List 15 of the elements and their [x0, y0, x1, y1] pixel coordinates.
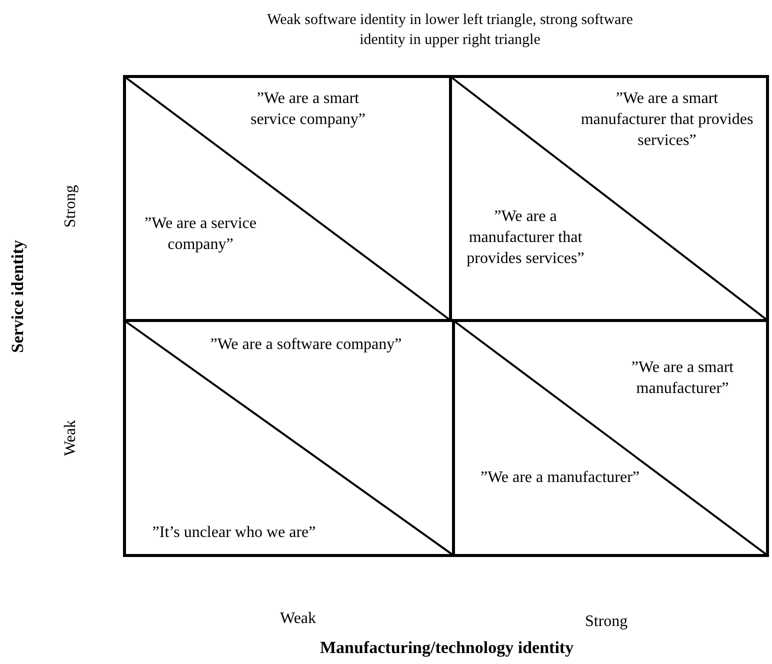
quote-text: ”We are a smart manufacturer”: [630, 358, 735, 399]
quote-text: ”We are a smart manufacturer that provides services”: [580, 89, 754, 151]
quote-text: ”We are a manufacturer that provides services”: [466, 207, 586, 269]
title-text: Weak software identity in lower left triangle, strong software identity in upper right triangle: [266, 11, 634, 50]
quote-text: ”We are a smart service company”: [249, 89, 367, 130]
axis-tick-label: Strong: [585, 613, 628, 631]
axis-tick-label: Weak: [62, 420, 80, 456]
quote-text: ”We are a software company”: [209, 335, 403, 355]
axis-tick-label: Strong: [62, 185, 80, 228]
quote-text: ”It’s unclear who we are”: [151, 523, 317, 543]
axis-tick-label: Weak: [280, 610, 316, 628]
axis-title: Manufacturing/technology identity: [320, 638, 574, 658]
quote-text: ”We are a manufacturer”: [479, 468, 641, 488]
quote-text: ”We are a service company”: [144, 214, 258, 255]
axis-title: Service identity: [8, 240, 28, 353]
